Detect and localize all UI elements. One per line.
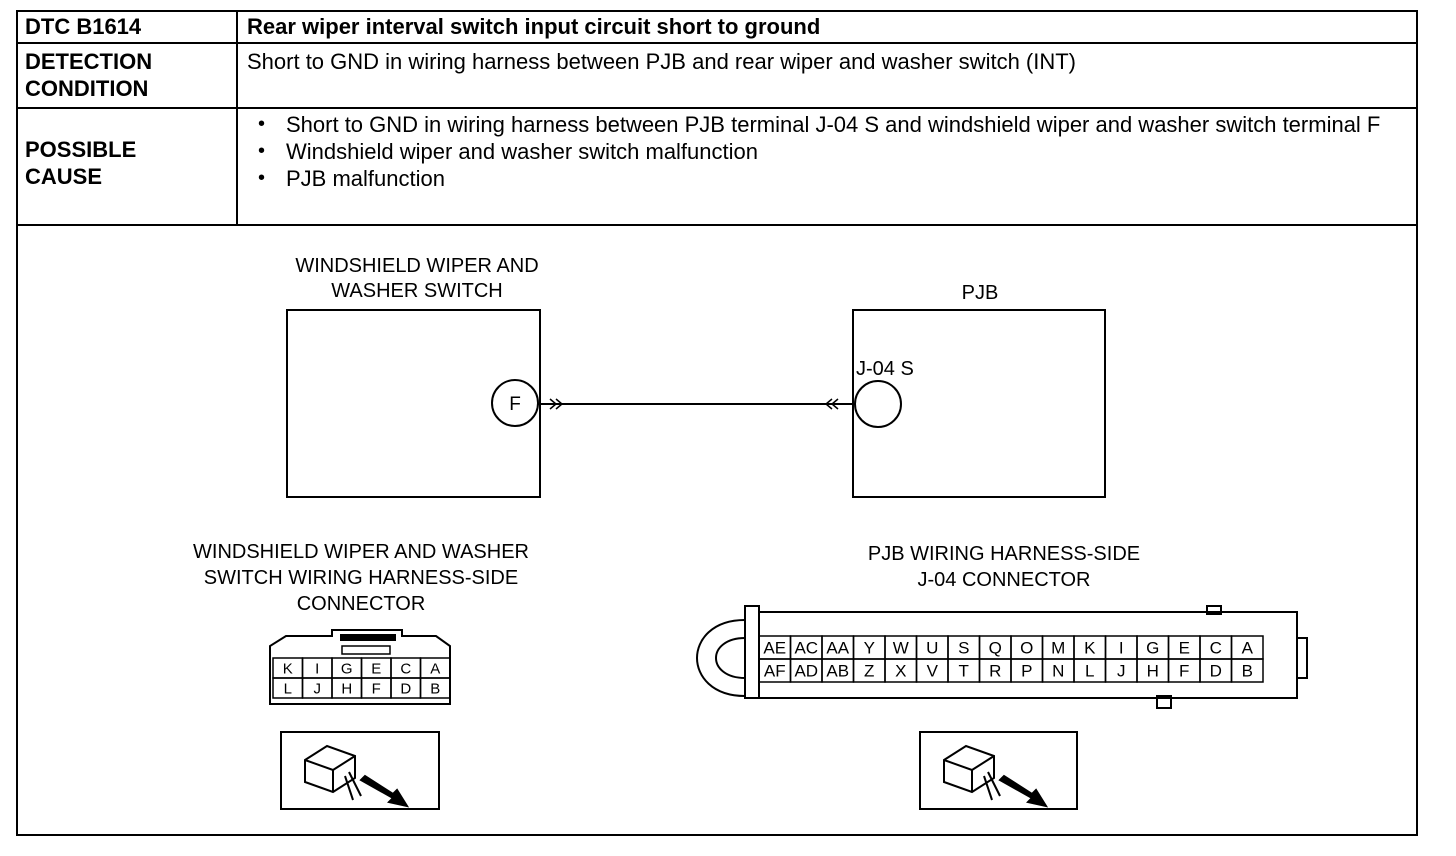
pjb-connector-pin-label: B bbox=[1242, 662, 1253, 681]
pjb-connector-pin-label: T bbox=[959, 662, 969, 681]
switch-connector-pin-label: H bbox=[341, 680, 352, 697]
pjb-connector-pin-label: S bbox=[958, 639, 969, 658]
detection-text: Short to GND in wiring harness between P… bbox=[247, 49, 1077, 74]
switch-title-line2: WASHER SWITCH bbox=[331, 280, 502, 302]
pjb-connector-pin-label: AF bbox=[764, 662, 786, 681]
pjb-connector-pin-label: R bbox=[989, 662, 1001, 681]
pjb-connector-title-line2: J-04 CONNECTOR bbox=[918, 569, 1091, 591]
connector-arrow-left-icon bbox=[549, 398, 564, 410]
connector-insertion-icon bbox=[919, 731, 1078, 810]
dtc-sheet: DTC B1614 Rear wiper interval switch inp… bbox=[16, 10, 1418, 836]
pjb-connector-pin-label: AA bbox=[826, 639, 849, 658]
switch-connector-pin-label: C bbox=[400, 660, 411, 677]
switch-connector-pin bbox=[419, 677, 451, 699]
switch-connector-pin-label: K bbox=[283, 660, 293, 677]
dtc-code: DTC B1614 bbox=[25, 14, 142, 39]
switch-connector-pin-label: B bbox=[430, 680, 440, 697]
pjb-connector-pin-label: V bbox=[927, 662, 939, 681]
switch-connector-pin-label: F bbox=[372, 680, 381, 697]
pjb-connector-pin-label: W bbox=[893, 639, 909, 658]
switch-connector-pin-label: A bbox=[430, 660, 440, 677]
pjb-connector-pin-label: O bbox=[1020, 639, 1033, 658]
pjb-connector-pin-label: Y bbox=[864, 639, 875, 658]
pjb-connector-pin-label: M bbox=[1051, 639, 1065, 658]
pjb-connector-pin-label: L bbox=[1085, 662, 1094, 681]
switch-connector-title-line2: SWITCH WIRING HARNESS-SIDE bbox=[204, 567, 518, 589]
pjb-terminal-label: J-04 S bbox=[856, 358, 914, 380]
pjb-connector-pin-label: Z bbox=[864, 662, 874, 681]
switch-connector-pin-label: I bbox=[315, 660, 319, 677]
switch-connector-pin-label: L bbox=[284, 680, 292, 697]
switch-connector-pin-label: G bbox=[341, 660, 353, 677]
switch-connector-pin-label: J bbox=[314, 680, 322, 697]
pjb-terminal-circle bbox=[854, 380, 902, 428]
detection-label: DETECTION CONDITION bbox=[25, 49, 153, 101]
switch-title-line1: WINDSHIELD WIPER AND bbox=[295, 255, 538, 277]
pjb-connector-pin-label: F bbox=[1179, 662, 1189, 681]
pjb-connector-pin-label: Q bbox=[989, 639, 1002, 658]
dtc-title: Rear wiper interval switch input circuit… bbox=[247, 14, 821, 39]
cause-list: Short to GND in wiring harness between P… bbox=[256, 111, 1406, 192]
connector-arrow-right-icon bbox=[824, 398, 839, 410]
pjb-connector-pin-label: U bbox=[926, 639, 938, 658]
switch-connector-title-line1: WINDSHIELD WIPER AND WASHER bbox=[193, 541, 529, 563]
cause-row: POSSIBLE CAUSE Short to GND in wiring ha… bbox=[18, 109, 1416, 226]
pjb-connector-pin-label: J bbox=[1117, 662, 1126, 681]
pjb-connector-pin-label: X bbox=[895, 662, 906, 681]
detection-row: DETECTION CONDITION Short to GND in wiri… bbox=[18, 44, 1416, 109]
pjb-connector-title-line1: PJB WIRING HARNESS-SIDE bbox=[868, 543, 1140, 565]
pjb-connector-pin-label: P bbox=[1021, 662, 1032, 681]
cause-item: Short to GND in wiring harness between P… bbox=[256, 111, 1406, 138]
pjb-connector-pin-label: D bbox=[1210, 662, 1222, 681]
dtc-row: DTC B1614 Rear wiper interval switch inp… bbox=[18, 12, 1416, 44]
pjb-connector-pin-label: A bbox=[1242, 639, 1254, 658]
pjb-title: PJB bbox=[962, 282, 999, 304]
switch-connector: K I G E C A L J H F D B bbox=[269, 629, 451, 705]
pjb-connector-pin-label: G bbox=[1146, 639, 1159, 658]
pjb-connector-pin-label: E bbox=[1179, 639, 1190, 658]
pjb-connector-pin-label: H bbox=[1147, 662, 1159, 681]
switch-connector-pin-label: E bbox=[371, 660, 381, 677]
switch-connector-pin-label: D bbox=[400, 680, 411, 697]
pjb-connector-pin-label: I bbox=[1119, 639, 1124, 658]
cause-item: Windshield wiper and washer switch malfu… bbox=[256, 138, 1406, 165]
pjb-connector-pin-label: AD bbox=[794, 662, 818, 681]
pjb-connector-pin-label: C bbox=[1210, 639, 1222, 658]
switch-connector-title-line3: CONNECTOR bbox=[297, 593, 426, 615]
switch-connector-latch bbox=[340, 634, 396, 641]
pjb-connector-pin-label: AB bbox=[826, 662, 849, 681]
pjb-connector-pin bbox=[1230, 658, 1264, 683]
pjb-connector-pin-label: K bbox=[1084, 639, 1096, 658]
switch-terminal-label: F bbox=[509, 394, 521, 415]
cause-label: POSSIBLE CAUSE bbox=[25, 137, 137, 189]
pjb-connector-pin-label: AC bbox=[794, 639, 818, 658]
connector-insertion-icon bbox=[280, 731, 440, 810]
cause-item: PJB malfunction bbox=[256, 165, 1406, 192]
pjb-connector-pin-label: AE bbox=[763, 639, 786, 658]
pjb-connector-pin-label: N bbox=[1052, 662, 1064, 681]
